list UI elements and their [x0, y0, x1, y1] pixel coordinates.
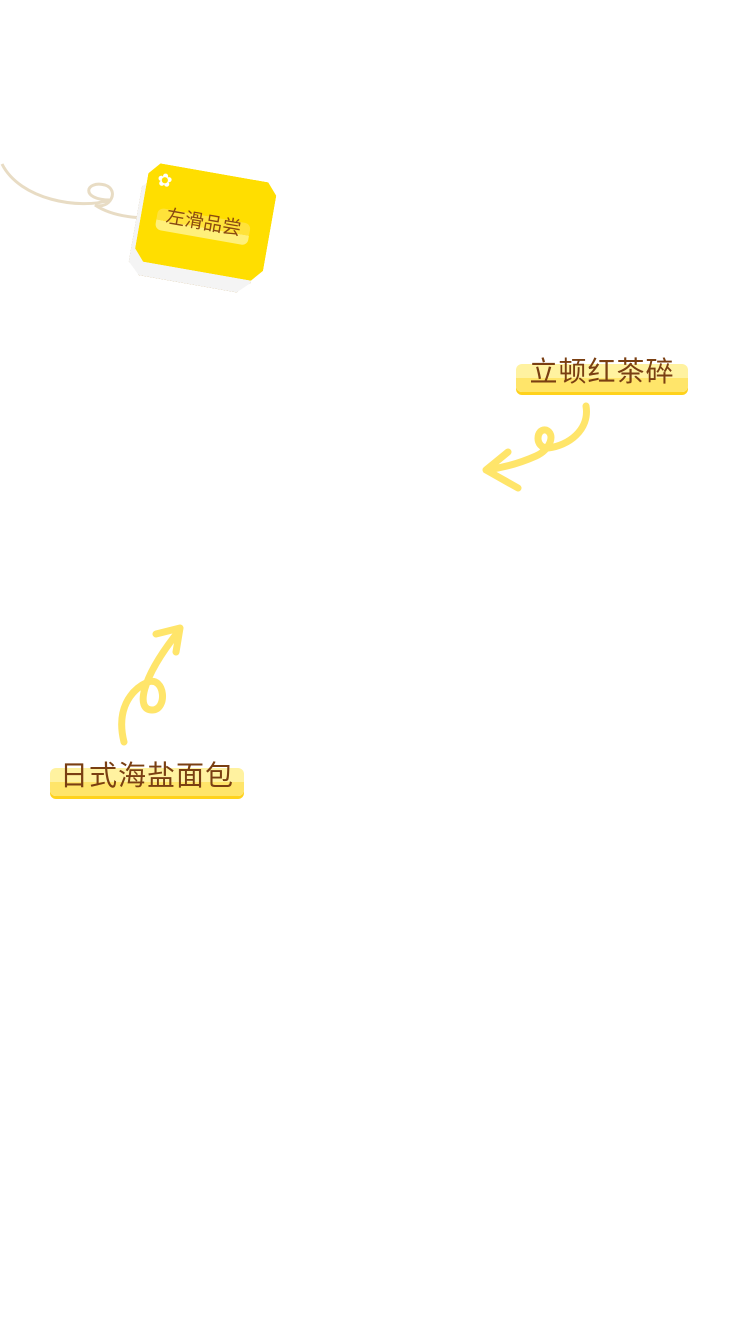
annotation-bread-label: 日式海盐面包: [59, 759, 234, 792]
swipe-left-tag[interactable]: ✿ 左滑品尝: [132, 162, 279, 291]
arrow-left-icon: [482, 402, 590, 492]
annotation-bread: 日式海盐面包: [50, 759, 244, 796]
annotation-lipton: 立顿红茶碎: [516, 355, 688, 392]
tag-string: [0, 163, 151, 220]
arrow-up-right-icon: [118, 624, 184, 746]
annotation-lipton-label: 立顿红茶碎: [529, 355, 675, 388]
